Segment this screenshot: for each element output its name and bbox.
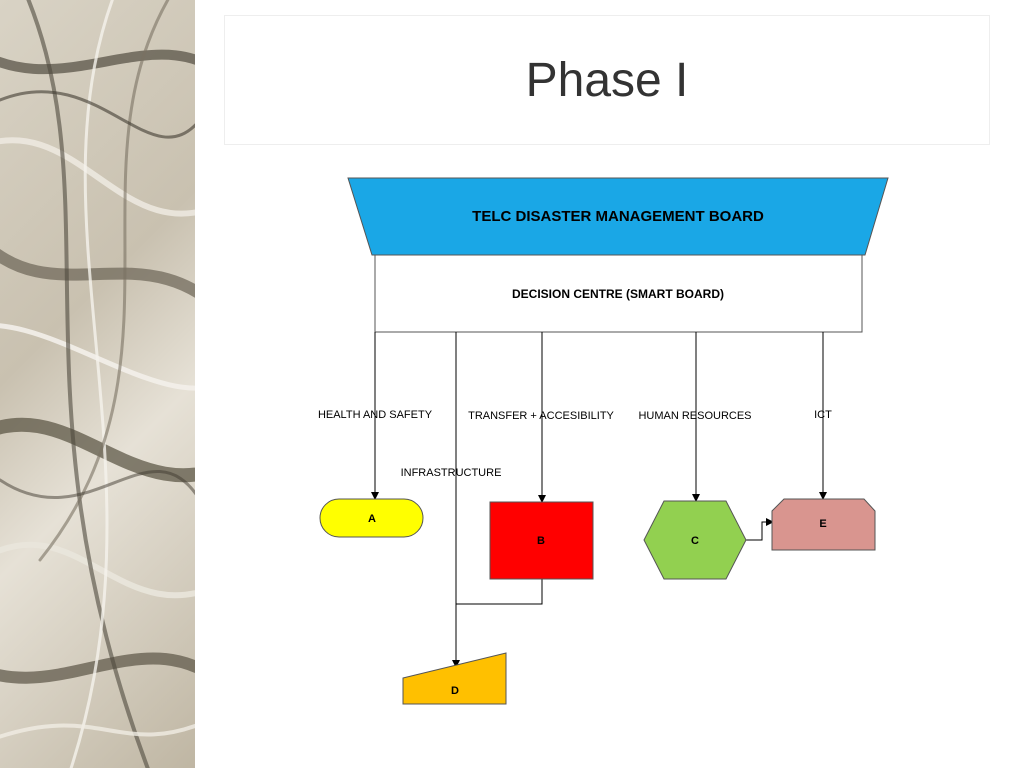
decorative-side-panel (0, 0, 195, 768)
connector-c-to-e (746, 518, 774, 541)
branch-label-infrastructure: INFRASTRUCTURE (401, 467, 502, 479)
decision-centre-box (374, 254, 863, 333)
node-e-shape (771, 498, 876, 551)
swirl-lines-decoration (0, 0, 195, 768)
node-d-label: D (451, 685, 459, 697)
node-b-label: B (537, 535, 545, 547)
board-label: TELC DISASTER MANAGEMENT BOARD (472, 208, 764, 225)
branch-label-health: HEALTH AND SAFETY (318, 409, 433, 421)
decision-centre-label: DECISION CENTRE (SMART BOARD) (512, 287, 724, 301)
branch-label-ict: ICT (814, 409, 832, 421)
node-a-label: A (368, 513, 376, 525)
node-d-shape (402, 652, 507, 705)
board-shape (347, 177, 889, 256)
slide-title: Phase I (525, 53, 689, 107)
branch-label-transfer: TRANSFER + ACCESIBILITY (468, 410, 614, 422)
title-box: Phase I (224, 15, 990, 145)
node-c-shape (643, 500, 747, 580)
node-e-label: E (819, 518, 826, 530)
node-c-label: C (691, 535, 699, 547)
node-b-shape (489, 501, 594, 580)
node-a-shape (319, 498, 424, 538)
branch-label-hr: HUMAN RESOURCES (638, 410, 751, 422)
connector-b-to-d (456, 579, 543, 605)
